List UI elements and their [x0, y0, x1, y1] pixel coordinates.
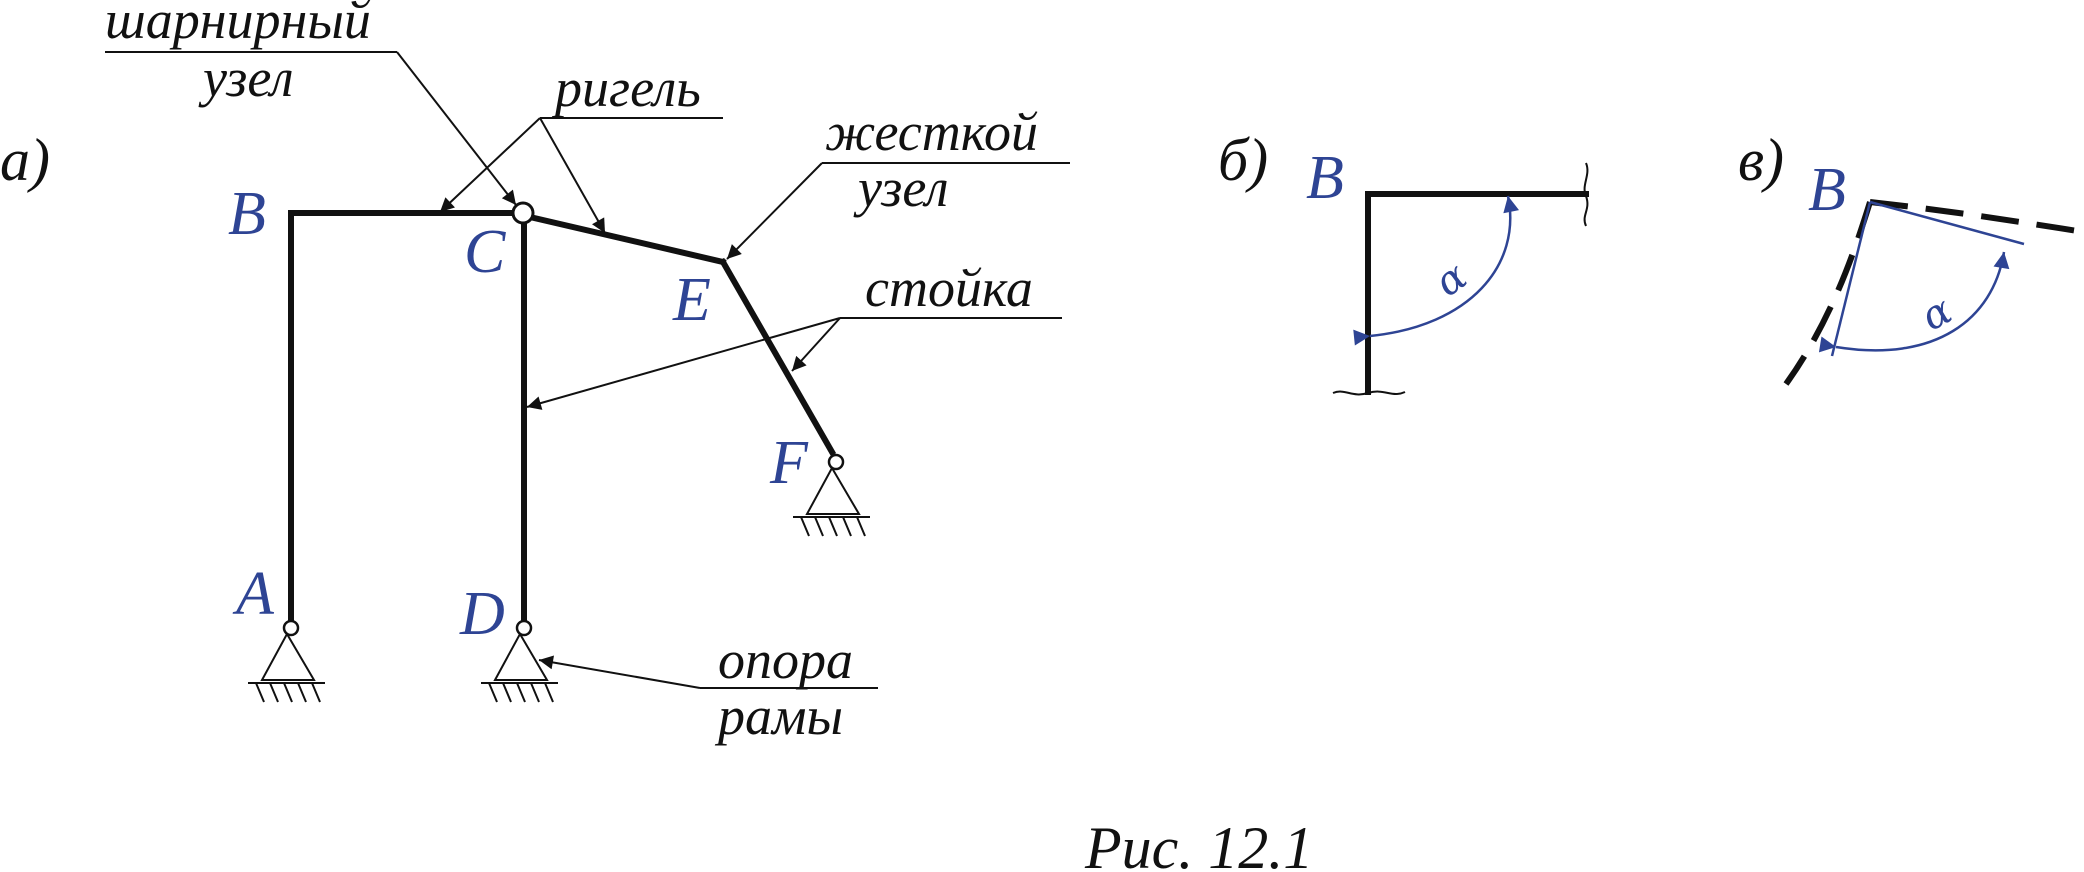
point-label-D: D — [459, 580, 505, 648]
panel-b-angle-arc — [1353, 195, 1520, 346]
callout-frame-support: опора рамы — [538, 630, 878, 746]
callout-rigid-node: жесткой узел — [726, 102, 1070, 260]
panel-v-point-label-B: B — [1808, 156, 1846, 224]
panel-v-deformed-beam — [1869, 199, 2084, 235]
panel-b-column-break — [1332, 390, 1406, 396]
rigid-node-label-line1: жесткой — [825, 102, 1038, 162]
frame-support-label-line2: рамы — [714, 686, 843, 746]
hinge-A — [282, 619, 300, 637]
hinge-node-label-line2: узел — [198, 48, 294, 108]
support-F — [793, 465, 870, 537]
point-label-F: F — [769, 429, 809, 497]
panel-v: в) B α — [1738, 127, 2084, 386]
inclined-column-EF — [718, 257, 837, 457]
beam-CE — [526, 213, 727, 266]
panel-b-label: б) — [1218, 127, 1268, 193]
point-label-B: B — [228, 180, 266, 248]
panel-v-tangent-beam — [1869, 200, 2025, 246]
hinge-C — [511, 201, 535, 225]
column-label: стойка — [865, 258, 1033, 318]
rigid-node-label-line2: узел — [853, 158, 949, 218]
panel-v-tangent-column — [1830, 201, 1872, 357]
hinge-D — [515, 619, 533, 637]
frame-support-label-line1: опора — [718, 630, 853, 690]
hinge-F — [827, 453, 845, 471]
panel-a: а) B C E F — [0, 0, 1070, 746]
panel-b: б) B α — [1218, 127, 1589, 396]
panel-v-angle-arc — [1818, 251, 2010, 353]
support-A — [248, 631, 325, 703]
point-label-A: A — [232, 560, 275, 628]
beam-label: ригель — [551, 58, 701, 118]
panel-b-beam-break — [1583, 162, 1589, 227]
point-label-C: C — [464, 218, 506, 286]
callout-column: стойка — [526, 258, 1062, 410]
figure-caption: Рис. 12.1 — [1084, 815, 1313, 872]
point-label-E: E — [672, 266, 711, 334]
panel-v-deformed-column — [1783, 201, 1873, 386]
callout-beam: ригель — [439, 58, 723, 234]
hinge-node-label-line1: шарнирный — [105, 0, 371, 50]
panel-a-label: а) — [0, 127, 50, 193]
support-D — [481, 631, 558, 703]
callout-hinge-node: шарнирный узел — [105, 0, 517, 206]
panel-v-label: в) — [1738, 127, 1784, 193]
panel-b-angle-label: α — [1427, 253, 1476, 306]
panel-b-point-label-B: B — [1306, 144, 1344, 212]
